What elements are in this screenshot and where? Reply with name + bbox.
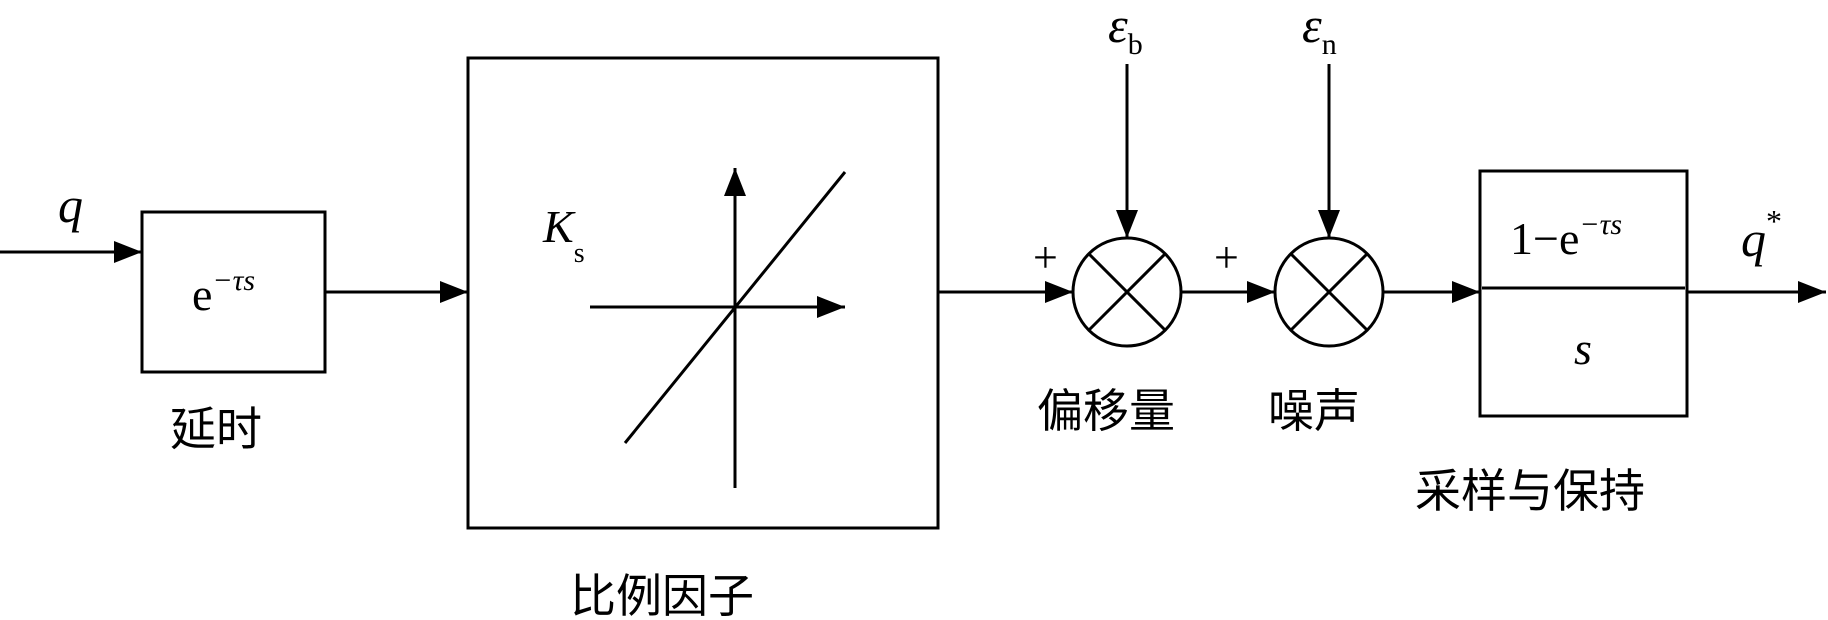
delay-expr-base: e [192,269,212,320]
noise-input-symbol: ε [1302,0,1322,53]
sampler-numerator: 1−e [1510,213,1579,264]
svg-text:e−τs: e−τs [192,264,255,320]
gain-subscript: s [574,238,585,269]
noise-input-subscript: n [1322,28,1337,61]
noise-sign: + [1214,233,1239,282]
delay-caption: 延时 [170,402,262,456]
sample-hold-caption: 采样与保持 [1415,464,1645,518]
scale-factor-block: Ks [466,56,940,530]
bias-summing-junction [1071,236,1183,348]
svg-text:Ks: Ks [542,201,585,269]
scale-factor-caption: 比例因子 [570,569,754,620]
sampler-numerator-exponent: −τs [1579,208,1622,241]
output-signal-label: q [1741,211,1766,267]
input-signal-label: q [58,177,83,233]
svg-text:εn: εn [1302,0,1337,61]
svg-text:1−e−τs: 1−e−τs [1510,208,1622,264]
linear-gain-graph-icon [590,168,847,488]
output-signal-superscript: * [1766,203,1782,239]
gain-symbol: K [542,201,576,252]
bias-sign: + [1033,233,1058,282]
bias-input-subscript: b [1128,28,1143,61]
delay-expr-exponent: −τs [212,264,255,297]
bias-caption: 偏移量 [1037,384,1175,438]
svg-text:εb: εb [1108,0,1143,61]
bias-input-symbol: ε [1108,0,1128,53]
noise-caption: 噪声 [1268,384,1360,438]
sample-hold-block: 1−e−τs s [1478,169,1689,418]
delay-block: e−τs [140,210,327,374]
svg-text:q*: q* [1741,203,1782,267]
sampler-denominator: s [1574,323,1592,374]
noise-summing-junction [1273,236,1385,348]
